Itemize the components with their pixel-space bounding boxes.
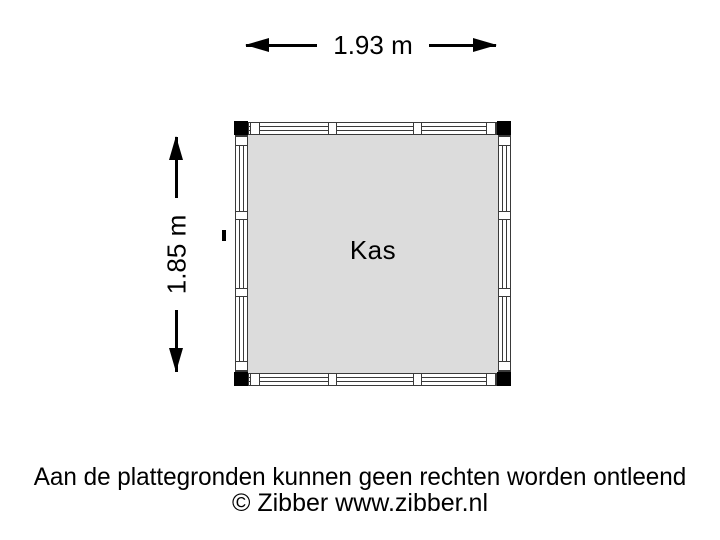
wall-right <box>498 135 511 372</box>
wall-top <box>248 122 497 135</box>
room-floor-area <box>248 135 498 373</box>
wall-post <box>250 373 260 386</box>
corner-post-top-right <box>497 121 511 135</box>
room-label-text: Kas <box>349 234 397 265</box>
disclaimer-text: Aan de plattegronden kunnen geen rechten… <box>33 463 687 491</box>
wall-post <box>498 288 511 297</box>
width-dimension-label: 1.93 m <box>317 27 429 63</box>
copyright-text: © Zibber www.zibber.nl <box>231 489 489 517</box>
wall-post <box>328 122 337 135</box>
wall-post <box>328 373 337 386</box>
wall-post <box>486 122 496 135</box>
wall-bottom <box>248 373 497 386</box>
width-dimension-value: 1.93 m <box>333 29 413 60</box>
arrow-down-icon <box>169 348 183 372</box>
wall-post <box>498 211 511 220</box>
corner-post-bottom-left <box>234 372 248 386</box>
arrow-right-icon <box>473 38 497 52</box>
wall-tick-mark <box>222 230 226 241</box>
corner-post-top-left <box>234 121 248 135</box>
arrow-up-icon <box>169 136 183 160</box>
wall-post <box>235 136 248 146</box>
wall-post <box>235 211 248 220</box>
height-dimension-value: 1.85 m <box>161 214 191 294</box>
wall-post <box>413 122 422 135</box>
room-label: Kas <box>248 135 498 373</box>
corner-post-bottom-right <box>497 372 511 386</box>
wall-post <box>250 122 260 135</box>
wall-post <box>486 373 496 386</box>
wall-post <box>413 373 422 386</box>
wall-left <box>235 135 248 372</box>
wall-post <box>235 361 248 371</box>
arrow-left-icon <box>245 38 269 52</box>
wall-post <box>498 136 511 146</box>
wall-post <box>498 361 511 371</box>
height-dimension-label: 1.85 m <box>158 198 195 310</box>
wall-post <box>235 288 248 297</box>
